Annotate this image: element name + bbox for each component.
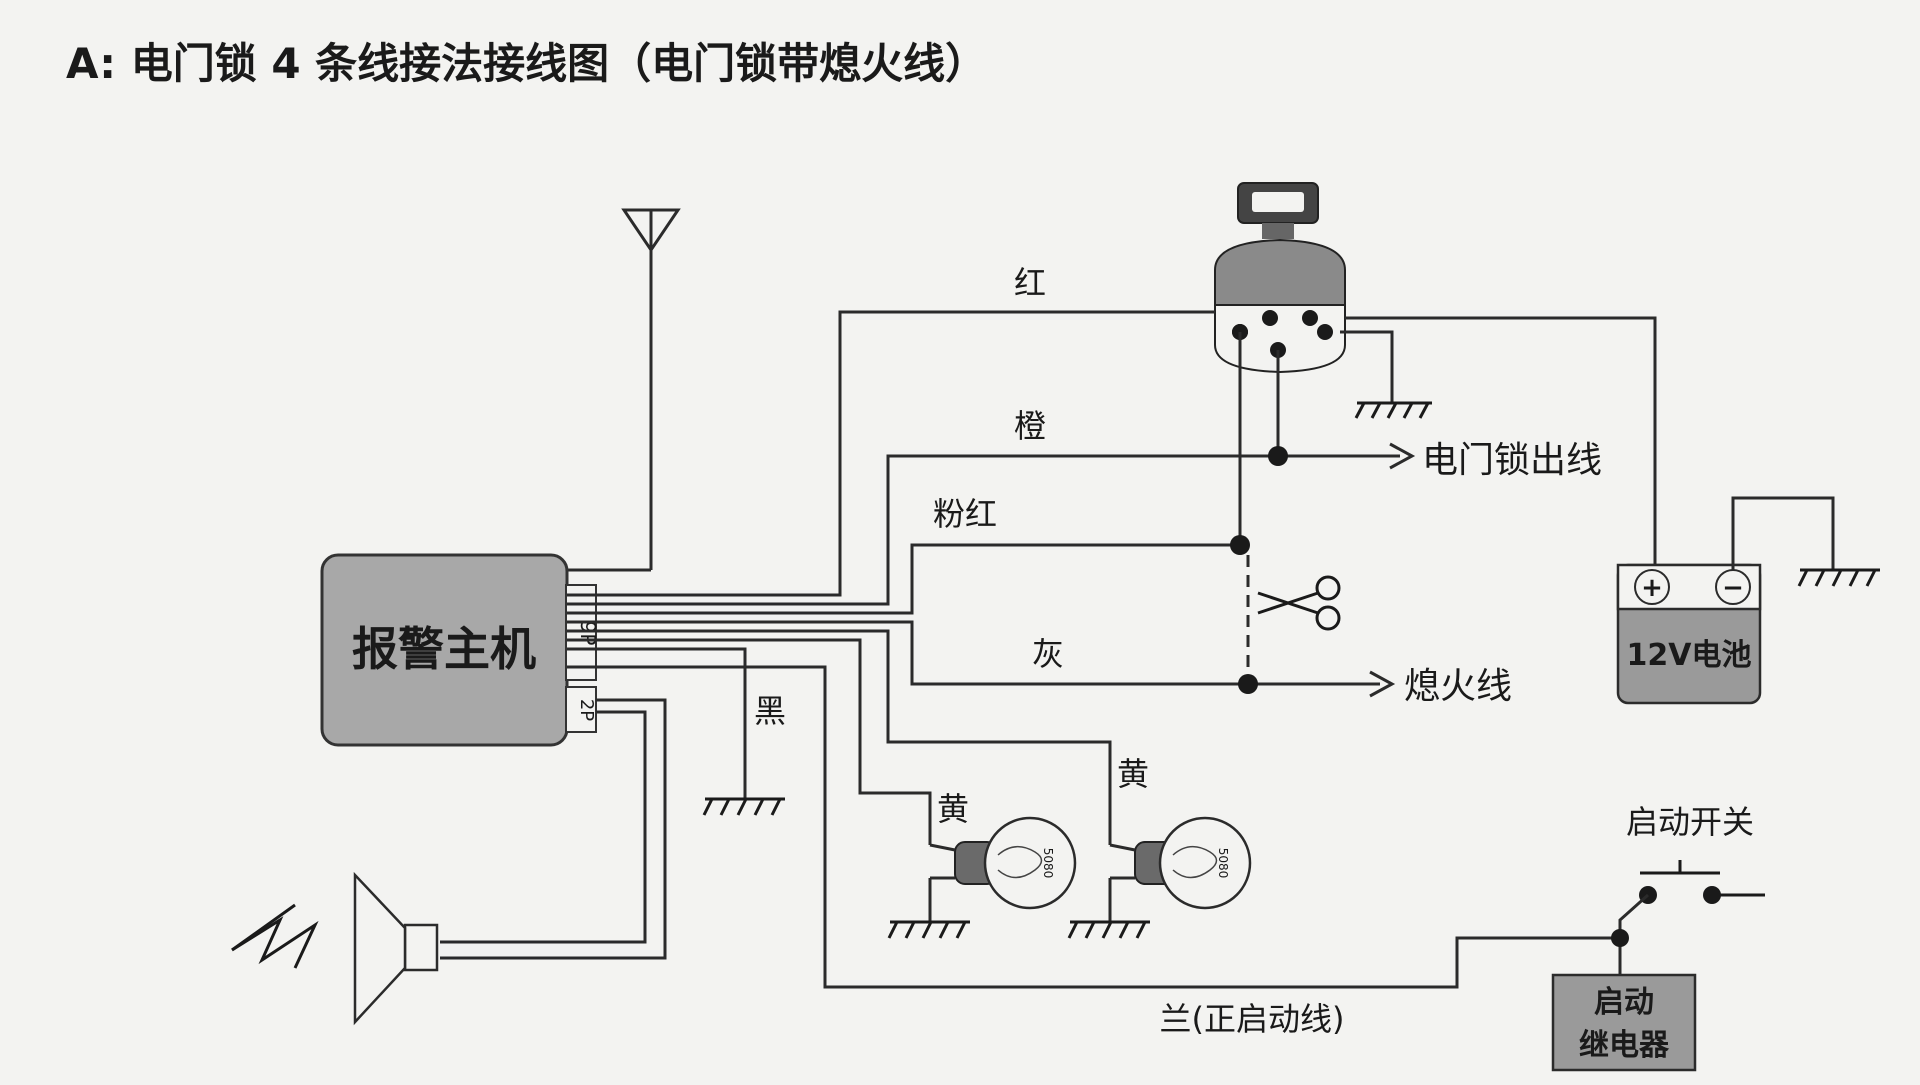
start-relay-box: 启动 继电器 xyxy=(1551,973,1697,1072)
connector-2p xyxy=(565,686,597,733)
wire-yellow-left xyxy=(567,638,932,845)
wire-siren-b xyxy=(440,710,647,944)
start-switch-label: 启动开关 xyxy=(1626,803,1754,841)
connector-9p-label: 9P xyxy=(576,621,600,646)
wire-yellow-right xyxy=(567,629,1112,845)
scissors-icon xyxy=(1257,575,1341,631)
lamp-left-text: 5080 xyxy=(1041,848,1055,879)
wire-pink-label: 粉红 xyxy=(933,495,997,533)
wire-red-to-battery xyxy=(1345,316,1657,575)
wire-red-label: 红 xyxy=(1014,264,1046,302)
wire-pink xyxy=(567,543,1240,615)
main-unit-label: 报警主机 xyxy=(352,622,536,676)
lamp-right-icon: 5080 xyxy=(1134,816,1252,910)
lamp-left-icon: 5080 xyxy=(954,816,1077,910)
wire-blue xyxy=(567,665,1620,989)
keylock-ground-icon xyxy=(1340,330,1432,419)
wire-yellow-right-label: 黄 xyxy=(1117,755,1149,793)
battery-ground-icon xyxy=(1797,568,1880,587)
siren-horn-icon xyxy=(231,871,439,1026)
wire-blue-label: 兰(正启动线) xyxy=(1160,1000,1345,1038)
battery-icon: + − 12V电池 xyxy=(1616,563,1762,705)
antenna-icon xyxy=(565,208,681,572)
battery-plus-label: + xyxy=(1641,573,1663,603)
relay-label-2: 继电器 xyxy=(1579,1028,1670,1063)
wire-orange xyxy=(567,454,1400,606)
alarm-main-unit: 报警主机 9P 2P xyxy=(320,553,600,747)
wire-yellow-left-label: 黄 xyxy=(937,790,969,828)
lock-out-label: 电门锁出线 xyxy=(1422,440,1602,481)
wire-battery-ground xyxy=(1731,496,1835,570)
battery-minus-label: − xyxy=(1722,573,1744,603)
connector-2p-label: 2P xyxy=(576,699,597,721)
lamp-right-ground-icon xyxy=(1067,920,1150,939)
kill-line-label: 熄火线 xyxy=(1404,666,1512,707)
wire-siren-a xyxy=(440,698,667,960)
wire-red xyxy=(567,310,1215,597)
wire-black-label: 黑 xyxy=(754,692,786,730)
black-ground-icon xyxy=(702,797,785,816)
wire-black xyxy=(567,647,747,799)
relay-label-1: 启动 xyxy=(1594,985,1654,1020)
lamp-right-text: 5080 xyxy=(1216,848,1230,879)
wire-gray-label: 灰 xyxy=(1032,635,1064,673)
battery-label: 12V电池 xyxy=(1627,638,1752,673)
lamp-left-ground-icon xyxy=(887,920,970,939)
diagram-title: A: 电门锁 4 条线接法接线图（电门锁带熄火线） xyxy=(66,39,987,88)
ignition-key-lock-icon xyxy=(1214,182,1346,374)
start-switch-icon xyxy=(1611,860,1765,985)
wire-gray xyxy=(567,620,1380,686)
wire-orange-label: 橙 xyxy=(1014,407,1046,445)
